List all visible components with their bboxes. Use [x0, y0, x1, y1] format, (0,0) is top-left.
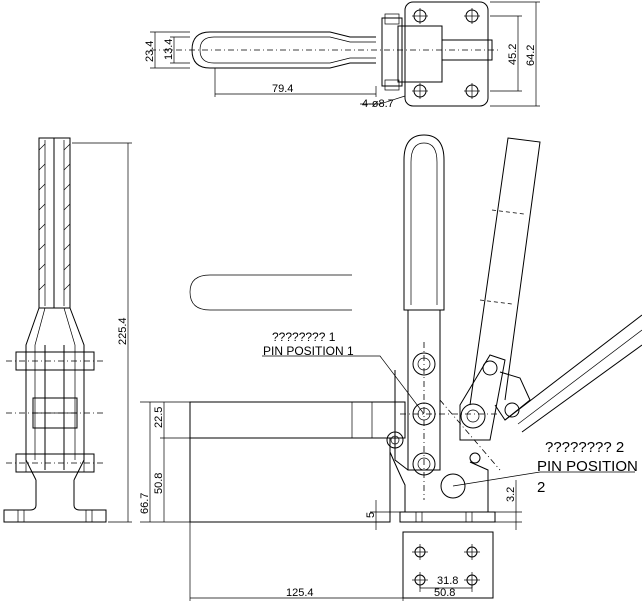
- dim-50-8-front: 50.8: [153, 473, 165, 494]
- dim-64-2: 64.2: [525, 45, 537, 66]
- dim-66-7: 66.7: [139, 493, 151, 514]
- dim-22-5: 22.5: [153, 407, 165, 428]
- dim-3-2: 3.2: [505, 487, 517, 502]
- dim-50-8-bottom: 50.8: [434, 587, 455, 599]
- dim-13-4: 13.4: [163, 39, 175, 60]
- dim-5: 5: [365, 512, 377, 518]
- pin1-label: PIN POSITION 1: [263, 344, 354, 358]
- side-view: 225.4: [3, 137, 132, 523]
- dim-23-4: 23.4: [144, 41, 156, 62]
- bottom-view: 125.4 31.8 50.8: [189, 522, 494, 601]
- dim-31-8: 31.8: [437, 575, 458, 587]
- dim-225-4: 225.4: [117, 317, 129, 345]
- pin2-label-line2: 2: [537, 479, 545, 496]
- dim-79-4: 79.4: [272, 83, 293, 95]
- top-view: 23.4 13.4 79.4 4-ø8.7 45.2 64.2: [144, 1, 540, 110]
- pin2-native-label: ???????? 2: [545, 439, 624, 456]
- pin2-label-line1: PIN POSITION: [537, 458, 638, 475]
- pin1-native-label: ???????? 1: [272, 330, 336, 344]
- front-view: 22.5 50.8 66.7 5 3.2 ???????? 1 PIN POSI…: [139, 134, 642, 530]
- dim-125-4: 125.4: [286, 587, 314, 599]
- dim-holes: 4-ø8.7: [362, 98, 394, 110]
- dim-45-2: 45.2: [507, 44, 519, 65]
